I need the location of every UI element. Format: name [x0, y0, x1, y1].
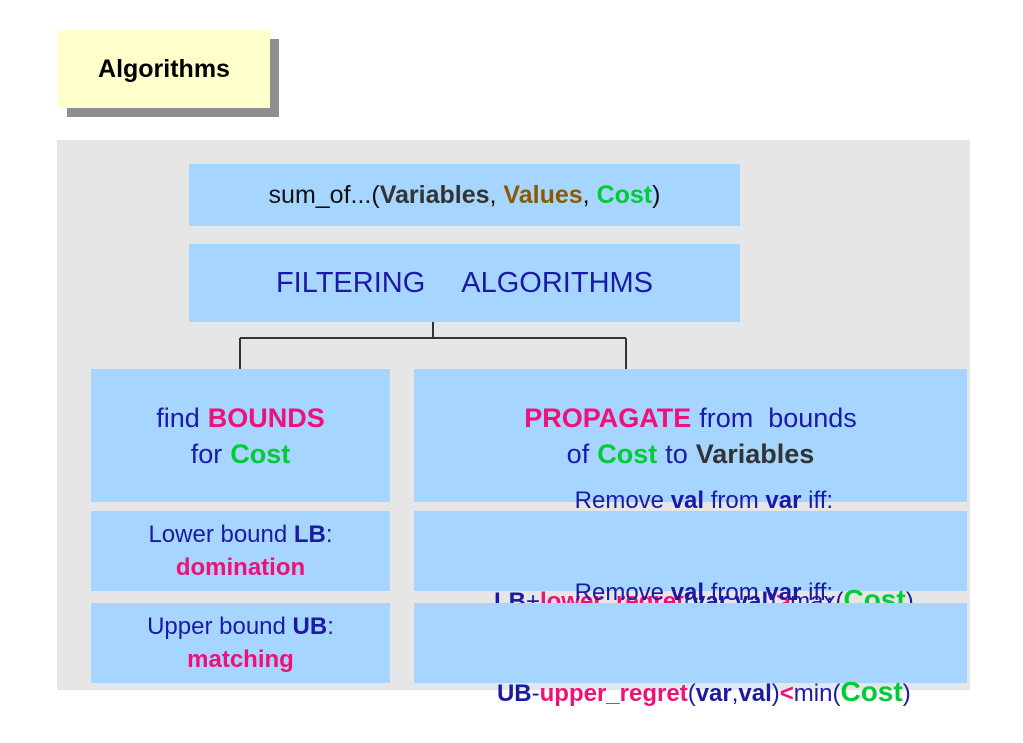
- algorithms-word: ALGORITHMS: [461, 266, 654, 299]
- for-text: for: [190, 438, 223, 469]
- signature-box: sum_of...(Variables, Values, Cost): [189, 164, 740, 226]
- remove-ub-box: Remove val from var iff: UB-upper_regret…: [414, 579, 967, 707]
- remove-ub-val: val: [670, 579, 705, 606]
- propagate-variables: Variables: [695, 438, 815, 469]
- formula-lb-close: ): [768, 588, 777, 615]
- signature-sep1: ,: [489, 180, 504, 209]
- filtering-heading: FILTERING ALGORITHMS: [276, 267, 653, 300]
- formula-ub-val: val: [738, 680, 772, 707]
- formula-upper-regret: upper_regret: [539, 680, 688, 707]
- remove-ub-iff: iff:: [801, 579, 834, 606]
- remove-lb-val: val: [670, 487, 705, 514]
- formula-ub-end: ): [902, 680, 911, 707]
- remove-ub-remove: Remove: [574, 579, 671, 606]
- formula-ub-var: var: [695, 680, 732, 707]
- bounds-keyword: BOUNDS: [207, 402, 325, 433]
- ub-abbr: UB: [292, 613, 328, 640]
- upper-bound-method: matching: [187, 646, 294, 673]
- lower-bound-method: domination: [175, 554, 306, 581]
- propagate-keyword: PROPAGATE: [524, 402, 692, 433]
- upper-bound-line2: matching: [187, 643, 294, 676]
- filtering-word: FILTERING: [275, 266, 426, 299]
- signature-values: Values: [503, 180, 583, 209]
- remove-ub-var: var: [765, 579, 802, 606]
- remove-lb-var: var: [765, 487, 802, 514]
- formula-ub: UB: [496, 680, 532, 707]
- bounds-cost: Cost: [230, 438, 291, 469]
- filtering-algorithms-box: FILTERING ALGORITHMS: [189, 244, 740, 322]
- signature-cost: Cost: [596, 180, 653, 209]
- propagate-cost: Cost: [597, 438, 658, 469]
- lower-bound-label: Lower bound: [148, 521, 294, 548]
- slide-title: Algorithms: [58, 30, 270, 108]
- lower-bound-line2: domination: [176, 551, 305, 584]
- to-text: to: [665, 438, 688, 469]
- formula-lt: <: [779, 680, 794, 707]
- formula-minus: -: [531, 680, 540, 707]
- remove-lb-from: from: [704, 487, 766, 514]
- lb-abbr: LB: [293, 521, 326, 548]
- formula-min: min(: [793, 680, 841, 707]
- formula-lb-open: (: [684, 588, 693, 615]
- lower-bound-line1: Lower bound LB:: [148, 518, 332, 551]
- signature-prefix: sum_of...(: [268, 180, 380, 209]
- from-bounds-text: from bounds: [699, 402, 857, 433]
- remove-lb-remove: Remove: [574, 487, 671, 514]
- ub-colon: :: [327, 613, 334, 640]
- remove-ub-formula: UB-upper_regret(var,val)<min(Cost): [470, 642, 911, 743]
- formula-ub-cost: Cost: [840, 676, 903, 707]
- of-text: of: [566, 438, 590, 469]
- formula-ub-close: ): [771, 680, 780, 707]
- upper-bound-line1: Upper bound UB:: [147, 610, 334, 643]
- upper-bound-label: Upper bound: [147, 613, 293, 640]
- signature-variables: Variables: [379, 180, 490, 209]
- lb-colon: :: [325, 521, 333, 548]
- signature-line: sum_of...(Variables, Values, Cost): [269, 181, 661, 210]
- formula-lb-end: ): [905, 588, 914, 615]
- remove-lb-iff: iff:: [801, 487, 834, 514]
- signature-suffix: ): [652, 180, 661, 209]
- remove-ub-line1: Remove val from var iff:: [548, 543, 833, 642]
- remove-ub-from: from: [704, 579, 766, 606]
- remove-lb-line1: Remove val from var iff:: [548, 451, 833, 550]
- upper-bound-box: Upper bound UB: matching: [91, 603, 390, 683]
- formula-ub-comma: ,: [731, 680, 739, 707]
- formula-ub-open: (: [687, 680, 696, 707]
- signature-sep2: ,: [582, 180, 597, 209]
- formula-lb-comma: ,: [728, 588, 735, 615]
- find-text: find: [156, 402, 200, 433]
- lower-bound-box: Lower bound LB: domination: [91, 511, 390, 591]
